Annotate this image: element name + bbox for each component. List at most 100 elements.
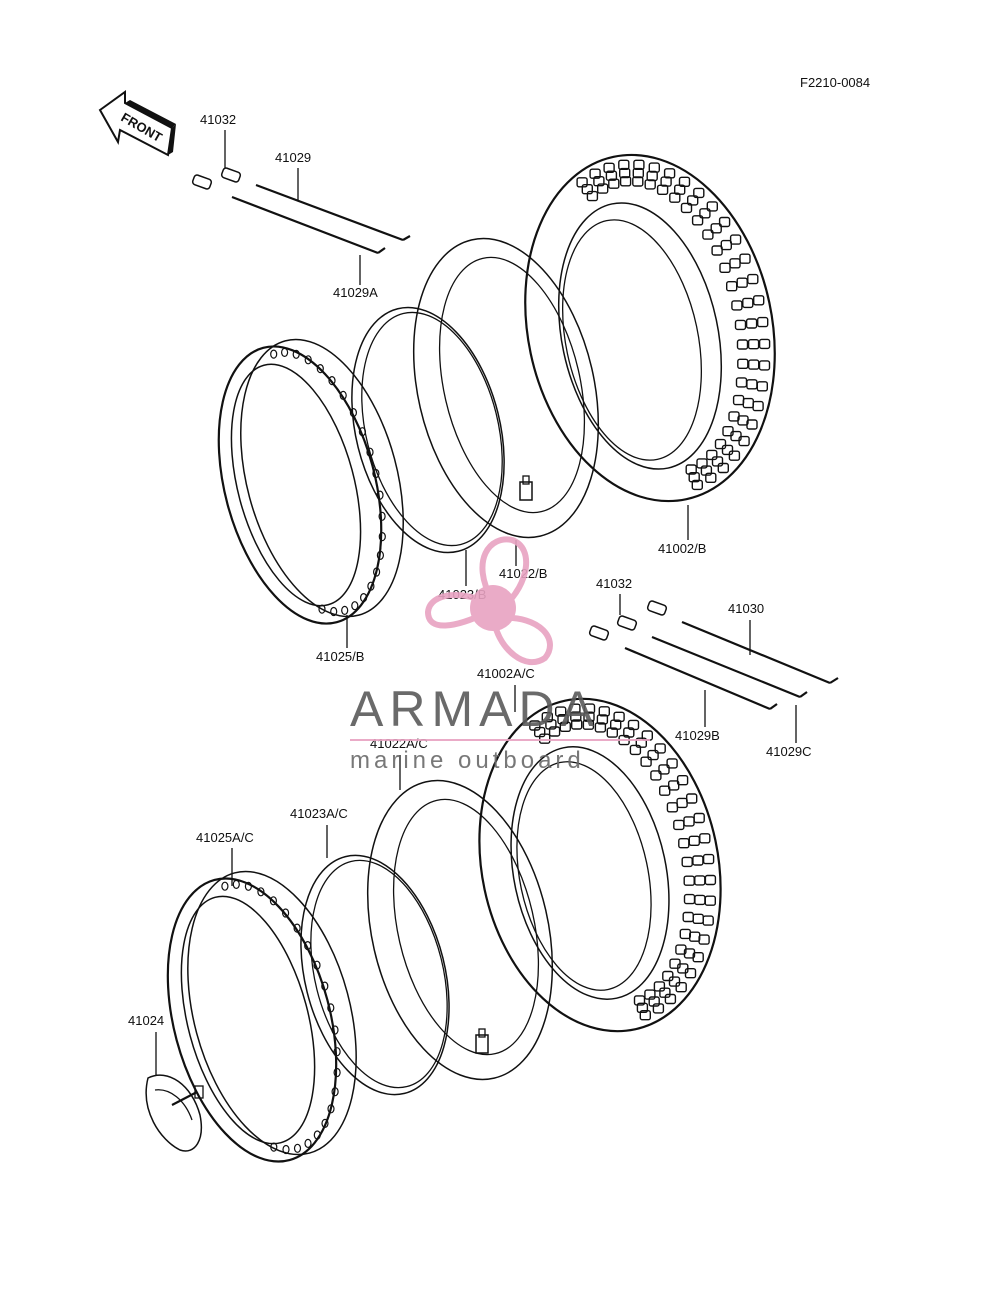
tread-block — [756, 381, 768, 392]
tread-block — [541, 712, 553, 723]
spoke-hole — [292, 349, 300, 359]
label-41002B: 41002/B — [658, 541, 706, 556]
rim-upper — [217, 338, 404, 625]
spoke-hole — [331, 1025, 339, 1035]
spoke-hole — [327, 1003, 335, 1013]
tread-block — [636, 1002, 649, 1013]
spoke-hole — [313, 960, 321, 970]
diagram-code: F2210-0084 — [800, 75, 870, 90]
tread-block — [692, 913, 704, 924]
spoke-hole — [333, 1067, 341, 1078]
tread-block — [619, 167, 631, 179]
tread-block — [704, 874, 717, 886]
tread-block — [702, 853, 715, 865]
tread-block — [596, 714, 609, 725]
tread-block — [683, 816, 695, 827]
spoke-hole — [221, 881, 229, 891]
tread-block — [742, 397, 754, 409]
tread-block — [679, 928, 691, 940]
tread-block — [691, 215, 704, 226]
tread-block — [676, 797, 688, 809]
tread-block — [583, 711, 595, 722]
tread-block — [571, 719, 583, 730]
tread-block — [694, 875, 706, 886]
label-41025B: 41025/B — [316, 649, 364, 664]
tread-block — [699, 208, 711, 219]
spoke-hole — [304, 355, 312, 365]
tread-block — [557, 714, 569, 725]
spoke-hole — [367, 581, 375, 591]
tread-block — [745, 318, 758, 329]
tread-block — [735, 377, 748, 388]
tread-block — [722, 426, 734, 437]
tread-block — [729, 258, 741, 269]
spoke-nipple-top — [191, 167, 242, 190]
spoke-hole — [257, 887, 265, 897]
rim-band-upper — [351, 306, 505, 554]
tread-block — [589, 168, 601, 179]
label-41029B: 41029B — [675, 728, 720, 743]
tread-block — [711, 456, 724, 467]
tread-block — [644, 989, 656, 1000]
tread-block — [728, 450, 741, 461]
tread-block — [668, 976, 681, 987]
spoke-hole — [327, 1104, 335, 1114]
spoke-set-top — [231, 183, 411, 255]
spoke-hole — [270, 349, 278, 359]
spoke-hole — [378, 511, 386, 521]
tread-block — [654, 743, 666, 754]
label-41030: 41030 — [728, 601, 764, 616]
spoke-hole — [360, 592, 368, 603]
tread-block — [702, 229, 714, 240]
tread-block — [717, 462, 729, 474]
tread-block — [689, 931, 701, 942]
tread-block — [545, 719, 557, 730]
label-41024: 41024 — [128, 1013, 164, 1028]
spoke-hole — [331, 1087, 339, 1097]
spoke-hole — [349, 408, 357, 418]
tread-block — [673, 819, 685, 831]
spoke-hole — [232, 879, 240, 890]
tread-block — [737, 358, 749, 369]
tread-block — [593, 175, 605, 187]
tread-block — [569, 703, 581, 714]
label-41032-mid: 41032 — [596, 576, 632, 591]
tread-block — [648, 162, 660, 173]
tread-block — [633, 995, 646, 1006]
tread-block — [726, 281, 738, 292]
tread-block — [548, 726, 561, 737]
tread-block — [644, 179, 656, 190]
tread-block — [758, 360, 771, 371]
tread-block — [603, 162, 615, 174]
tread-block — [693, 187, 705, 199]
tread-block — [758, 338, 771, 350]
spoke-hole — [293, 1143, 302, 1153]
spoke-hole — [333, 1047, 341, 1057]
tread-block — [747, 339, 760, 350]
tread-block — [646, 170, 658, 182]
tread-block — [688, 835, 700, 846]
tread-block — [736, 277, 748, 288]
tread-block — [659, 785, 671, 796]
tread-block — [632, 176, 644, 187]
spoke-hole — [339, 390, 347, 400]
inner-tube-upper — [412, 237, 600, 539]
tread-block — [598, 706, 610, 717]
spoke-hole — [376, 550, 384, 560]
tread-block — [652, 1003, 665, 1014]
tread-block — [656, 184, 669, 196]
tread-block — [629, 744, 642, 756]
tread-block — [619, 176, 632, 187]
tread-block — [640, 756, 652, 767]
tread-block — [693, 812, 705, 824]
spoke-hole — [304, 1138, 312, 1149]
tread-block — [555, 706, 567, 717]
tread-block — [729, 234, 742, 245]
tread-block — [610, 719, 622, 730]
label-41023AC: 41023A/C — [290, 806, 348, 821]
tread-block — [594, 722, 607, 733]
tread-block — [639, 1010, 651, 1021]
tread-block — [681, 856, 693, 868]
spoke-hole — [321, 981, 329, 991]
